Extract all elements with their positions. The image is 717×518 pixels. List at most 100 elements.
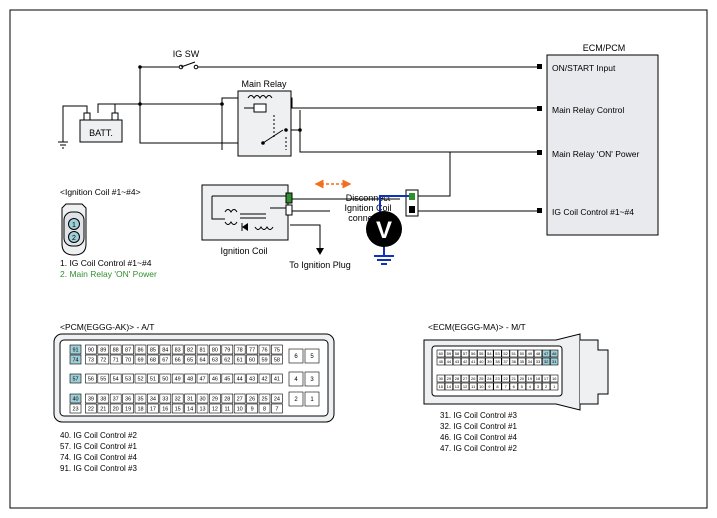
svg-text:6: 6 xyxy=(513,384,516,389)
svg-text:33: 33 xyxy=(162,396,168,402)
svg-text:42: 42 xyxy=(463,359,468,364)
pcm-pin-63: 63 xyxy=(209,354,221,365)
svg-text:40: 40 xyxy=(72,396,78,402)
ecm-pin-48: 48 xyxy=(533,349,543,358)
pcm-pin-59: 59 xyxy=(258,354,271,365)
pcm-pin-14: 14 xyxy=(184,403,196,414)
svg-text:50: 50 xyxy=(520,351,525,356)
svg-text:7: 7 xyxy=(504,384,507,389)
ecm-pin-16: 16 xyxy=(550,374,559,383)
pcm-pin-31: 31 xyxy=(184,393,196,404)
svg-text:29: 29 xyxy=(447,376,452,381)
main-relay: Main Relay xyxy=(237,79,292,157)
pcm-pin-45: 45 xyxy=(221,373,234,384)
svg-text:13: 13 xyxy=(199,406,205,412)
svg-text:52: 52 xyxy=(503,351,508,356)
svg-text:41: 41 xyxy=(471,359,476,364)
ignition-coil: Ignition Coil xyxy=(201,184,293,256)
ecm-pin-30: 30 xyxy=(436,374,445,383)
pcm-pin-90: 90 xyxy=(85,344,97,355)
ecm-legend-2: 32. IG Coil Control #1 xyxy=(440,422,517,431)
pcm-pin-61: 61 xyxy=(233,354,246,365)
pcm-pin-7: 7 xyxy=(271,403,283,414)
svg-text:33: 33 xyxy=(536,359,541,364)
svg-text:9: 9 xyxy=(251,406,254,412)
ecm-legend-4: 47. IG Coil Control #2 xyxy=(440,444,517,453)
svg-text:1: 1 xyxy=(553,384,556,389)
pcm-pin-76: 76 xyxy=(258,344,271,355)
pcm-pin-55: 55 xyxy=(97,373,110,384)
pcm-pin-71: 71 xyxy=(109,354,122,365)
ig-switch: IG SW xyxy=(173,49,200,70)
ecm-pin-44: 44 xyxy=(444,357,454,366)
svg-text:18: 18 xyxy=(536,376,541,381)
svg-text:87: 87 xyxy=(125,347,131,353)
svg-text:47: 47 xyxy=(544,351,549,356)
svg-text:58: 58 xyxy=(455,351,460,356)
ecm-pin-14: 14 xyxy=(444,382,454,391)
svg-text:4: 4 xyxy=(294,377,298,383)
svg-text:27: 27 xyxy=(237,396,243,402)
svg-text:26: 26 xyxy=(471,376,476,381)
ecm-pin-3: 3 xyxy=(533,382,543,391)
pcm-pin-29: 29 xyxy=(209,393,221,404)
svg-text:61: 61 xyxy=(237,357,243,363)
svg-text:24: 24 xyxy=(274,396,280,402)
svg-text:16: 16 xyxy=(552,376,557,381)
svg-text:64: 64 xyxy=(199,357,205,363)
svg-text:5: 5 xyxy=(310,354,314,360)
harness-connector xyxy=(374,189,419,265)
svg-text:56: 56 xyxy=(88,376,94,382)
ecm-pin-56: 56 xyxy=(469,349,478,358)
pcm-pin-84: 84 xyxy=(159,344,172,355)
svg-text:11: 11 xyxy=(224,406,230,412)
svg-text:84: 84 xyxy=(162,347,168,353)
voltmeter: V xyxy=(366,211,402,247)
ecm-connector-title: <ECM(EGGG-MA)> - M/T xyxy=(428,322,526,332)
pcm-pin-16: 16 xyxy=(159,403,172,414)
ecm-pin-59: 59 xyxy=(444,349,454,358)
ecm-pin-41: 41 xyxy=(469,357,478,366)
ecm-pin-40: 40 xyxy=(477,357,486,366)
pcm-connector-title: <PCM(EGGG-AK)> - A/T xyxy=(60,322,154,332)
svg-text:12: 12 xyxy=(463,384,468,389)
ecm-pin-33: 33 xyxy=(533,357,543,366)
pcm-pin-40: 40 xyxy=(69,393,82,404)
pcm-pin-32: 32 xyxy=(171,393,184,404)
svg-text:19: 19 xyxy=(528,376,533,381)
main-relay-label: Main Relay xyxy=(241,79,287,89)
ecm-pin-21: 21 xyxy=(509,374,518,383)
pcm-pin-43: 43 xyxy=(246,373,258,384)
svg-text:55: 55 xyxy=(479,351,484,356)
pcm-side-pin-2: 2 xyxy=(288,391,304,407)
ecm-pin-10: 10 xyxy=(477,382,486,391)
svg-text:3: 3 xyxy=(310,377,314,383)
pcm-legend-2: 57. IG Coil Control #1 xyxy=(60,442,137,451)
svg-text:86: 86 xyxy=(137,347,143,353)
ecm-pin-47: 47 xyxy=(541,349,551,358)
pcm-legend-3: 74. IG Coil Control #4 xyxy=(60,453,137,462)
svg-text:40: 40 xyxy=(479,359,484,364)
svg-text:21: 21 xyxy=(100,406,106,412)
svg-text:7: 7 xyxy=(275,406,278,412)
svg-text:38: 38 xyxy=(495,359,500,364)
ecm-pin-15: 15 xyxy=(436,382,445,391)
svg-text:60: 60 xyxy=(249,357,255,363)
ignition-coil-label: Ignition Coil xyxy=(220,246,267,256)
svg-text:51: 51 xyxy=(150,376,156,382)
svg-text:30: 30 xyxy=(439,376,444,381)
svg-text:59: 59 xyxy=(447,351,452,356)
svg-text:14: 14 xyxy=(447,384,452,389)
svg-text:27: 27 xyxy=(463,376,468,381)
ecm-pins xyxy=(537,64,542,213)
svg-text:71: 71 xyxy=(113,357,119,363)
pcm-pin-52: 52 xyxy=(134,373,147,384)
coil-legend-1: 1. IG Coil Control #1~#4 xyxy=(60,258,152,268)
svg-text:20: 20 xyxy=(520,376,525,381)
ecm-pin-26: 26 xyxy=(469,374,478,383)
ecm-pin-49: 49 xyxy=(525,349,534,358)
svg-text:51: 51 xyxy=(511,351,516,356)
ecm-pin-45: 45 xyxy=(436,357,445,366)
